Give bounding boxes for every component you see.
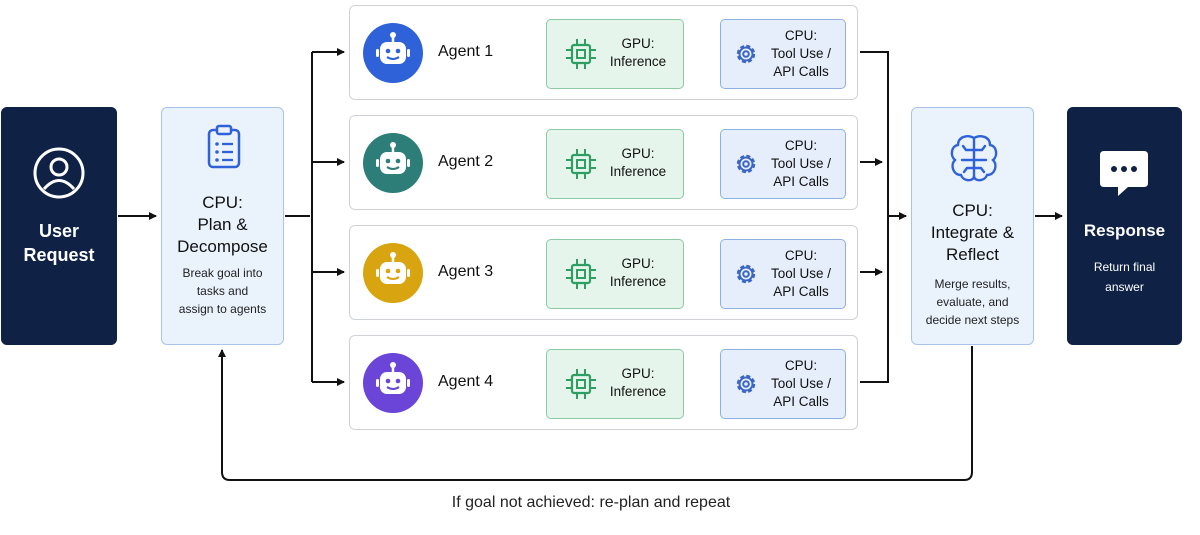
chip-icon xyxy=(566,369,596,399)
plan-title: CPU: Plan & Decompose xyxy=(177,193,268,256)
user-circle-icon xyxy=(33,147,85,199)
integrate-description: Merge results, evaluate, and decide next… xyxy=(925,277,1020,327)
gpu-inference-box: GPU: Inference xyxy=(546,129,684,199)
gpu-label: GPU: Inference xyxy=(609,36,667,69)
agent-label: Agent 2 xyxy=(438,153,494,170)
robot-icon xyxy=(363,133,423,193)
integrate-reflect-node: CPU: Integrate & Reflect Merge results, … xyxy=(911,107,1034,345)
chip-icon xyxy=(566,39,596,69)
response-title: Response xyxy=(1083,221,1166,240)
cpu-tool-use-box: CPU: Tool Use / API Calls xyxy=(720,239,846,309)
robot-icon xyxy=(363,243,423,303)
robot-icon xyxy=(363,23,423,83)
gpu-label: GPU: Inference xyxy=(609,146,667,179)
clipboard-icon xyxy=(207,124,241,169)
gear-icon xyxy=(736,374,756,394)
robot-icon xyxy=(363,353,423,413)
agent-row-3: Agent 3 GPU: Inference CPU: Tool Use / A… xyxy=(349,225,858,320)
agent-row-4: Agent 4 GPU: Inference CPU: Tool Use / A… xyxy=(349,335,858,430)
chip-icon xyxy=(566,259,596,289)
gpu-inference-box: GPU: Inference xyxy=(546,19,684,89)
cpu-label: CPU: Tool Use / API Calls xyxy=(770,138,832,189)
cpu-label: CPU: Tool Use / API Calls xyxy=(770,248,832,299)
plan-description: Break goal into tasks and assign to agen… xyxy=(178,266,267,316)
gear-icon xyxy=(736,44,756,64)
user-request-title: User Request xyxy=(23,221,95,265)
chat-bubble-icon xyxy=(1100,151,1148,196)
brain-icon xyxy=(950,135,998,182)
gear-icon xyxy=(736,264,756,284)
gpu-inference-box: GPU: Inference xyxy=(546,349,684,419)
response-description: Return final answer xyxy=(1093,260,1156,294)
user-request-node: User Request xyxy=(1,107,117,345)
integrate-title: CPU: Integrate & Reflect xyxy=(930,201,1015,264)
agent-label: Agent 1 xyxy=(438,43,494,60)
cpu-label: CPU: Tool Use / API Calls xyxy=(770,358,832,409)
feedback-loop-label: If goal not achieved: re-plan and repeat xyxy=(451,494,731,511)
gpu-label: GPU: Inference xyxy=(609,366,667,399)
cpu-tool-use-box: CPU: Tool Use / API Calls xyxy=(720,19,846,89)
gpu-inference-box: GPU: Inference xyxy=(546,239,684,309)
agent-row-2: Agent 2 GPU: Inference CPU: Tool Use / A… xyxy=(349,115,858,210)
agent-label: Agent 3 xyxy=(438,263,494,280)
gpu-label: GPU: Inference xyxy=(609,256,667,289)
cpu-label: CPU: Tool Use / API Calls xyxy=(770,28,832,79)
response-node: Response Return final answer xyxy=(1067,107,1182,345)
agent-label: Agent 4 xyxy=(438,373,494,390)
gear-icon xyxy=(736,154,756,174)
cpu-tool-use-box: CPU: Tool Use / API Calls xyxy=(720,349,846,419)
agent-row-1: Agent 1 GPU: Inference CPU: Tool Use / A… xyxy=(349,5,858,100)
chip-icon xyxy=(566,149,596,179)
plan-decompose-node: CPU: Plan & Decompose Break goal into ta… xyxy=(161,107,284,345)
cpu-tool-use-box: CPU: Tool Use / API Calls xyxy=(720,129,846,199)
